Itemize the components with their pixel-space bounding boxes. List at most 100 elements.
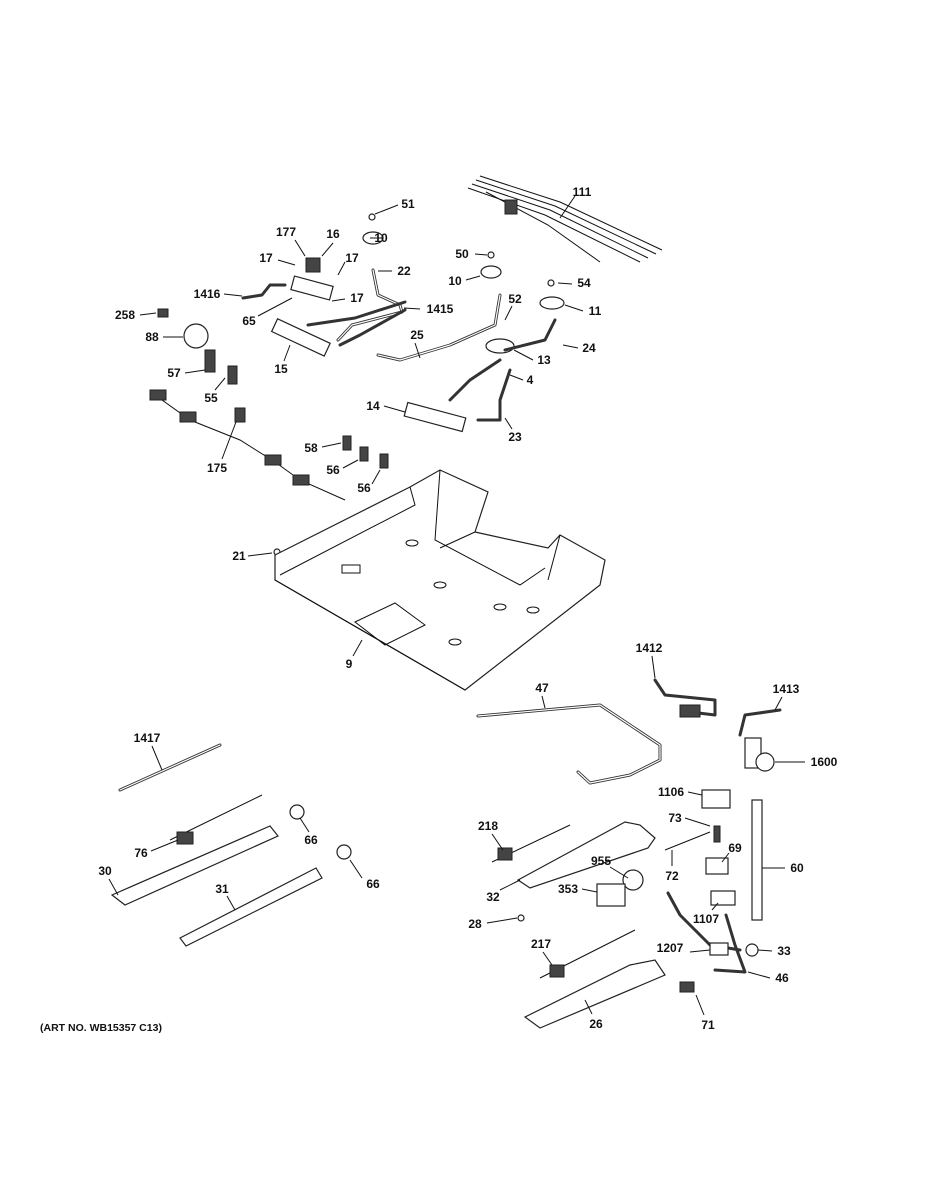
callout-56: 56 (326, 463, 340, 477)
bracket-15 (270, 318, 331, 357)
burner-box-9 (274, 469, 606, 691)
leader-line (321, 242, 334, 257)
leader-line (108, 878, 119, 896)
leader-line (294, 239, 306, 257)
callout-66: 66 (304, 833, 318, 847)
igniter-57 (204, 349, 216, 373)
callout-177: 177 (276, 225, 296, 239)
callout-76: 76 (134, 846, 148, 860)
art-number: (ART NO. WB15357 C13) (40, 1022, 162, 1034)
leader-line (247, 552, 273, 557)
leader-line (337, 261, 346, 276)
callout-218: 218 (478, 819, 498, 833)
callout-32: 32 (486, 890, 500, 904)
leader-line (277, 259, 296, 266)
leader-line (184, 369, 206, 374)
callout-69: 69 (728, 841, 742, 855)
leader-line (383, 405, 406, 413)
callout-14: 14 (366, 399, 380, 413)
callout-217: 217 (531, 937, 551, 951)
leader-line (150, 839, 179, 852)
callout-17: 17 (350, 291, 364, 305)
callout-9: 9 (346, 657, 353, 671)
callout-16: 16 (326, 227, 340, 241)
orifice-66b (336, 844, 352, 860)
callout-31: 31 (215, 882, 229, 896)
leader-line (331, 298, 346, 302)
leader-line (342, 459, 359, 469)
leader-line (711, 902, 719, 911)
leader-line (542, 951, 553, 966)
grommet-88 (183, 323, 209, 349)
callout-55: 55 (204, 391, 218, 405)
orifice-66a (289, 804, 305, 820)
callout-57: 57 (167, 366, 181, 380)
valve-1106 (701, 789, 731, 809)
callout-1412: 1412 (636, 641, 663, 655)
cap-51 (368, 213, 376, 221)
callout-52: 52 (508, 292, 522, 306)
burner-tube-26 (523, 959, 666, 1029)
callout-88: 88 (145, 330, 159, 344)
leader-line (349, 859, 363, 879)
leader-line (774, 696, 783, 711)
callout-1207: 1207 (657, 941, 684, 955)
callout-15: 15 (274, 362, 288, 376)
leader-line (486, 917, 518, 924)
leader-lines (108, 195, 805, 1016)
leader-line (414, 342, 421, 359)
callout-50: 50 (455, 247, 469, 261)
leader-line (465, 275, 481, 281)
callout-955: 955 (591, 854, 611, 868)
leader-line (609, 866, 629, 879)
leader-line (747, 971, 771, 979)
callout-1416: 1416 (194, 287, 221, 301)
bracket-14 (403, 401, 467, 433)
callout-10: 10 (374, 231, 388, 245)
leader-line (757, 949, 773, 952)
burner-tube-32 (516, 821, 656, 889)
burner-tube-30 (110, 825, 279, 906)
callout-72: 72 (665, 869, 679, 883)
callout-11: 11 (589, 304, 602, 318)
leader-line (221, 421, 237, 460)
leader-line (257, 297, 293, 317)
callout-4: 4 (527, 373, 534, 387)
callout-51: 51 (401, 197, 415, 211)
leader-line (721, 852, 730, 863)
callout-1106: 1106 (658, 785, 684, 799)
leader-line (651, 655, 656, 679)
burner-13 (485, 338, 515, 354)
callout-28: 28 (468, 917, 482, 931)
valve-65 (290, 275, 334, 301)
clip-258 (157, 308, 169, 318)
callout-1413: 1413 (773, 682, 800, 696)
leader-line (687, 791, 703, 796)
callout-60: 60 (790, 861, 804, 875)
callout-73: 73 (668, 811, 682, 825)
burner-head-10b (480, 265, 502, 279)
callout-30: 30 (98, 864, 112, 878)
leader-line (559, 195, 576, 219)
callout-258: 258 (115, 308, 135, 322)
wire-bundle-111 (467, 175, 663, 263)
leader-line (504, 417, 513, 430)
callout-1415: 1415 (427, 302, 454, 316)
callout-25: 25 (410, 328, 424, 342)
leader-line (581, 888, 598, 893)
leader-line (504, 305, 513, 321)
callout-1600: 1600 (811, 755, 838, 769)
callout-46: 46 (775, 971, 789, 985)
igniter-55 (227, 365, 238, 385)
tube-60 (751, 799, 763, 921)
leader-line (214, 377, 226, 391)
callout-66: 66 (366, 877, 380, 891)
leader-line (557, 282, 573, 285)
callout-13: 13 (537, 353, 551, 367)
callout-353: 353 (558, 882, 578, 896)
leader-line (684, 817, 711, 827)
callout-1107: 1107 (693, 912, 719, 926)
cap-50 (487, 251, 495, 259)
